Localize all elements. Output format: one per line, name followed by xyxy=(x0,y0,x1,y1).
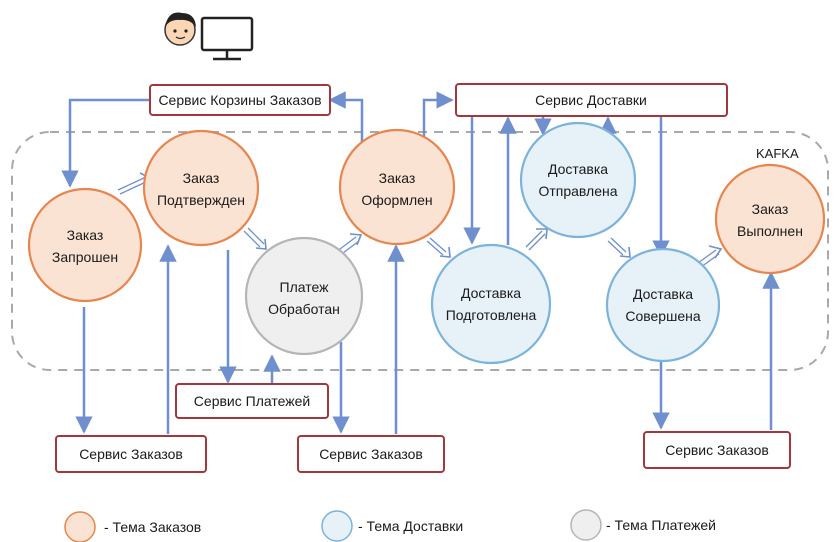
legend: - Тема Заказов - Тема Доставки - Тема Пл… xyxy=(64,509,716,542)
event-label-line1: Заказ xyxy=(379,170,416,186)
event-label-line1: Доставка xyxy=(633,286,693,302)
service-label: Сервис Заказов xyxy=(319,446,423,462)
connectors xyxy=(61,91,780,434)
service-box-cart: Сервис Корзины Заказов xyxy=(149,84,331,116)
monitor-icon xyxy=(200,16,254,61)
legend-label-delivery: - Тема Доставки xyxy=(358,518,463,534)
service-label: Сервис Заказов xyxy=(665,442,769,458)
service-label: Сервис Доставки xyxy=(535,92,647,108)
legend-swatch-orders xyxy=(64,511,96,542)
event-order-requested: Заказ Запрошен xyxy=(27,187,143,303)
legend-label-orders: - Тема Заказов xyxy=(104,519,201,535)
flow-shipped-to-delivered xyxy=(607,237,631,258)
event-label-line1: Заказ xyxy=(752,201,789,217)
legend-swatch-delivery xyxy=(321,510,353,542)
event-payment-processed: Платеж Обработан xyxy=(244,236,364,356)
event-label-line1: Доставка xyxy=(461,285,521,301)
event-delivery-prepared: Доставка Подготовлена xyxy=(430,243,552,365)
user-face-icon xyxy=(164,12,196,46)
service-box-orders-3: Сервис Заказов xyxy=(643,431,791,469)
event-label-line2: Выполнен xyxy=(737,223,803,239)
service-box-payments: Сервис Платежей xyxy=(175,383,329,419)
event-delivery-shipped: Доставка Отправлена xyxy=(519,121,637,239)
service-label: Сервис Корзины Заказов xyxy=(158,92,321,108)
flow-prepared-to-shipped xyxy=(525,228,548,251)
event-label-line2: Отправлена xyxy=(538,183,617,199)
service-box-orders-2: Сервис Заказов xyxy=(297,435,445,473)
flow-delivered-to-completed xyxy=(697,245,723,268)
service-label: Сервис Платежей xyxy=(194,393,310,409)
event-label-line2: Совершена xyxy=(625,308,700,324)
arrow-cart-to-requested xyxy=(61,98,150,188)
event-label-line2: Обработан xyxy=(268,301,340,317)
arrow-placed-to-cart xyxy=(328,91,364,146)
service-box-delivery: Сервис Доставки xyxy=(455,83,728,117)
event-label-line1: Заказ xyxy=(183,170,220,186)
event-order-confirmed: Заказ Подтвержден xyxy=(142,129,260,247)
arrow-placed-to-delivery xyxy=(422,91,454,146)
event-label-line2: Подготовлена xyxy=(446,307,537,323)
service-box-orders-1: Сервис Заказов xyxy=(55,435,207,473)
legend-item-delivery: - Тема Доставки xyxy=(321,510,463,542)
event-delivery-completed: Доставка Совершена xyxy=(605,247,721,363)
kafka-label: KAFKA xyxy=(756,146,799,161)
event-label-line2: Подтвержден xyxy=(157,192,245,208)
flow-confirmed-to-paid xyxy=(243,227,267,250)
event-label-line1: Заказ xyxy=(67,227,104,243)
kafka-boundary xyxy=(11,131,829,371)
legend-label-payments: - Тема Платежей xyxy=(606,517,716,533)
event-order-placed: Заказ Оформлен xyxy=(338,128,456,246)
event-label-line2: Оформлен xyxy=(361,192,432,208)
legend-swatch-payments xyxy=(570,509,602,541)
event-order-completed: Заказ Выполнен xyxy=(714,163,826,275)
legend-item-payments: - Тема Платежей xyxy=(570,509,716,541)
event-label-line2: Запрошен xyxy=(52,249,118,265)
event-label-line1: Доставка xyxy=(548,161,608,177)
event-label-line1: Платеж xyxy=(280,279,330,295)
flow-placed-to-prepared xyxy=(426,237,451,258)
legend-item-orders: - Тема Заказов xyxy=(64,511,201,542)
service-label: Сервис Заказов xyxy=(79,446,183,462)
